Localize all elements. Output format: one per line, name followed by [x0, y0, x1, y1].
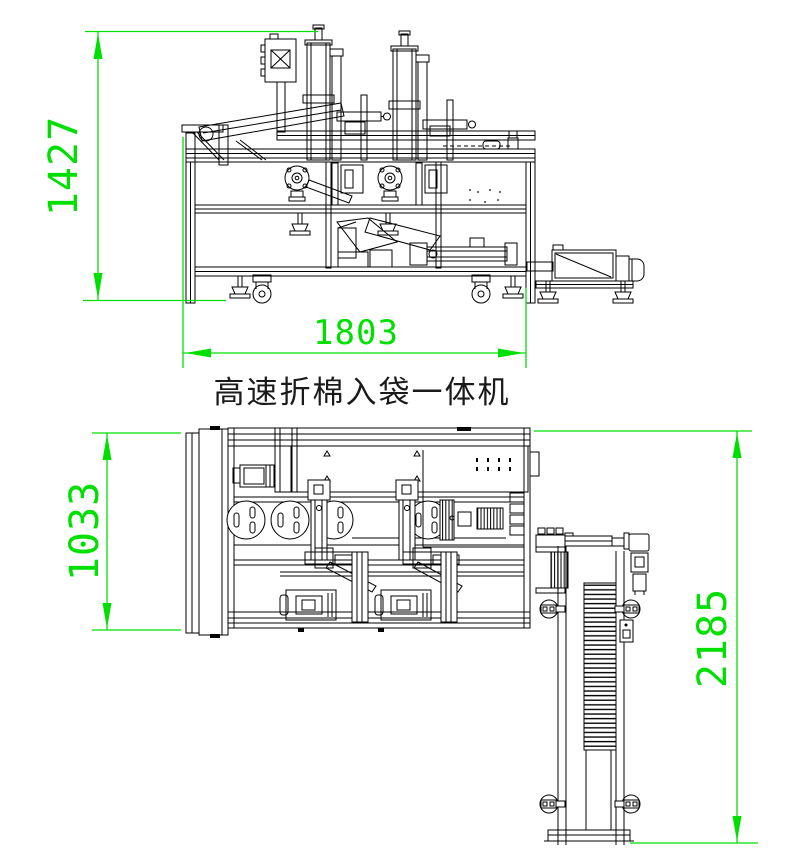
dim-text-plan-length: 2185: [690, 588, 736, 688]
drawing-title: 高速折棉入袋一体机: [214, 375, 511, 411]
output-conveyor: [539, 532, 641, 845]
dim-text-plan-depth: 1033: [62, 481, 108, 581]
casters-and-feet: [229, 274, 524, 304]
dim-text-front-height: 1427: [41, 116, 87, 216]
left-shelf-bracket: [181, 124, 229, 166]
upper-compartment: [284, 162, 501, 206]
plan-length-dimension: 2185: [534, 430, 758, 844]
front-width-dimension: 1803: [182, 137, 527, 368]
control-box: [260, 33, 297, 133]
plan-motor-blocks: [279, 589, 432, 632]
front-elevation-view: [181, 24, 645, 304]
conveyor-junction: [535, 527, 569, 594]
plan-left-plates: [185, 426, 229, 638]
external-unit: [526, 244, 645, 304]
lower-compartment: [289, 212, 518, 268]
front-height-dimension: 1427: [41, 30, 318, 302]
table-deck: [276, 130, 536, 150]
pin-arms: [336, 111, 476, 137]
plan-dot-cluster: [476, 458, 511, 471]
plan-depth-dimension: 1033: [62, 432, 181, 631]
conveyor-motor: [611, 532, 650, 595]
cylinder-tower-left: [302, 24, 368, 161]
cylinder-tower-right: [388, 30, 454, 161]
plan-rollers: [226, 499, 455, 541]
plan-right-section: [422, 450, 525, 548]
top-plan-view: [185, 426, 650, 845]
plan-mid-rails: [234, 547, 524, 623]
dim-text-front-width: 1803: [313, 313, 399, 353]
